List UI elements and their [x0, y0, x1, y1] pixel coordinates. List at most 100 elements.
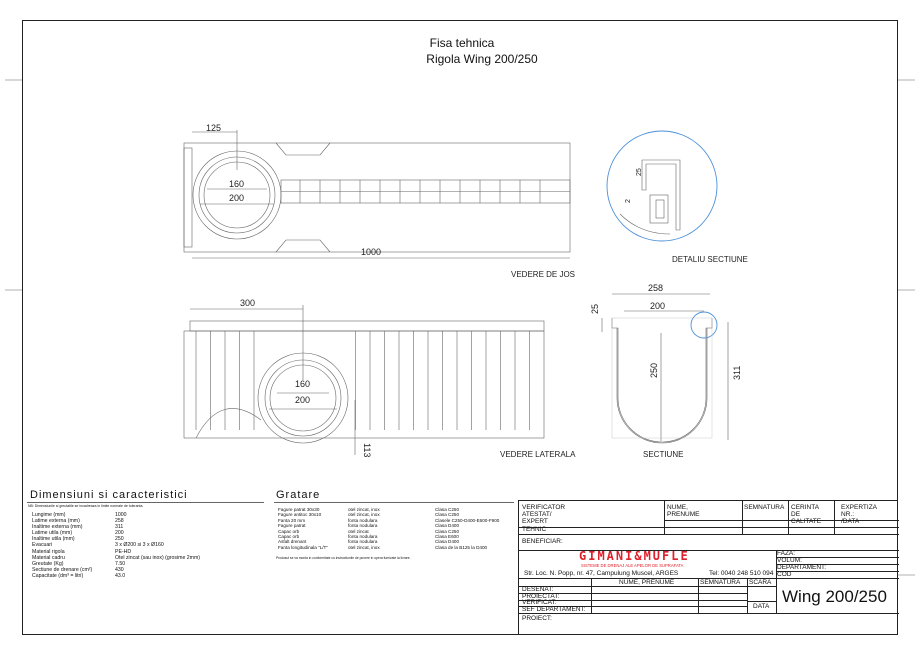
- verificator-line: TEHNIC: [522, 525, 547, 533]
- section-dim-25: 25: [590, 304, 600, 314]
- gratar-material: otel zincat, inox: [348, 544, 380, 550]
- expertiza-line: /DATA: [841, 518, 860, 526]
- scara-label: SCARA: [749, 579, 772, 586]
- expertiza-line: NR.:: [841, 511, 854, 519]
- semnatura-label: SEMNATURA: [744, 504, 785, 511]
- expertiza-line: EXPERTIZA: [841, 504, 878, 511]
- side-dim-160: 160: [295, 379, 310, 389]
- gratar-clasa: Clasa D400: [435, 539, 460, 545]
- spec-value: 1000: [115, 512, 127, 518]
- nume-prenume-top-line: PRENUME: [667, 511, 700, 519]
- dim-200: 200: [229, 193, 244, 203]
- side-view: [183, 305, 545, 455]
- section-view: [601, 293, 729, 444]
- gratar-name: Capac orb: [278, 528, 300, 534]
- spec-key: Greutate (Kg): [32, 560, 64, 567]
- cerinta-line: CERINTA: [791, 504, 820, 511]
- verificator-line: EXPERT: [522, 518, 548, 526]
- gratar-clasa: Clasa E600: [435, 534, 459, 540]
- verificator-line: VERIFICATOR: [522, 504, 566, 511]
- gratar-material: fonta nodulara: [348, 523, 378, 529]
- detail-section: [606, 130, 718, 242]
- gratar-material: otel zincat: [348, 528, 369, 534]
- gratar-name: Fagure antitoc 30x10: [278, 512, 322, 518]
- gratar-material: otel zincat, inox: [348, 507, 380, 512]
- gratar-name: Fagure patrat 30x30: [278, 507, 320, 512]
- gratar-row: Fagure patrat 30x30 otel zincat, inox Clas…: [278, 507, 499, 512]
- gratar-row: Capac orb otel zincat Clasa C250: [278, 529, 499, 534]
- roles-line: SEF DEPARTAMENT:: [522, 606, 586, 614]
- spec-value: 311: [115, 524, 124, 531]
- spec-value: 43.0: [115, 572, 126, 579]
- gratar-clasa: Clasa D400: [435, 523, 460, 529]
- bottom-view-label: VEDERE DE JOS: [511, 270, 575, 279]
- roles-list: DESENAT:PROIECTAT:VERIFICAT:SEF DEPARTAM…: [522, 586, 586, 614]
- specs-heading: Dimensiuni si caracteristici: [30, 489, 188, 501]
- logo-tagline: SISTEME DE DRENAJ ALE APELOR DE SUPRAFAT…: [581, 563, 684, 568]
- roles-line: PROIECTAT:: [522, 592, 560, 600]
- spec-key: Sectiune de drenare (cm²): [32, 566, 93, 573]
- dim-113: 113: [362, 443, 372, 457]
- cod-label: COD: [777, 571, 792, 578]
- cerinta-line: DE: [791, 511, 801, 519]
- spec-key: Lungime (mm): [32, 512, 66, 518]
- detail-dim-2: 2: [625, 199, 632, 203]
- proiect-label: PROIECT:: [522, 615, 552, 622]
- specs-note: NB: Dimensiunile si greutatile se incadr…: [28, 504, 144, 508]
- spec-key: Evacuari: [32, 542, 53, 549]
- dim-1000: 1000: [361, 247, 381, 257]
- nume-prenume-top-line: NUME,: [667, 504, 688, 511]
- beneficiar-label: BENEFICIAR:: [522, 538, 563, 545]
- gratar-clasa: Clasele C250-D400-E600-F900: [435, 517, 500, 523]
- spec-row: Latime externa (mm) 258: [32, 518, 200, 524]
- spec-value: 250: [115, 536, 124, 543]
- spec-key: Inaltime utila (mm): [32, 536, 75, 543]
- side-view-label: VEDERE LATERALA: [500, 450, 576, 459]
- spec-key: Capacitate (dm³ = litri): [32, 572, 84, 579]
- side-dim-200: 200: [295, 395, 310, 405]
- col-semnatura: SEMNATURA: [700, 579, 741, 586]
- gratar-clasa: Clasa C250: [435, 512, 460, 518]
- spec-key: Latime externa (mm): [32, 518, 80, 525]
- faza-label: FAZA:: [777, 550, 796, 557]
- spec-key: Material rigola: [32, 548, 65, 555]
- spec-value: 3 x Ø200 si 3 x Ø160: [115, 542, 164, 549]
- spec-value: PE-HD: [115, 548, 132, 555]
- gratar-clasa: Clasa C250: [435, 507, 460, 512]
- spec-row: Evacuari 3 x Ø200 si 3 x Ø160: [32, 542, 200, 548]
- detail-label: DETALIU SECTIUNE: [672, 255, 748, 264]
- drawing-frame: [22, 20, 898, 635]
- cerinta-line: CALITATE: [791, 518, 822, 526]
- spec-row: Capacitate (dm³ = litri) 43.0: [32, 573, 200, 579]
- spec-value: 200: [115, 530, 124, 537]
- company-phone: Tel: 0040 248 510 094: [709, 570, 774, 577]
- spec-row: Greutate (Kg) 7.50: [32, 561, 200, 567]
- departament-label: DEPARTAMENT:: [777, 564, 827, 571]
- spec-row: Material rigola PE-HD: [32, 549, 200, 555]
- gratar-material: fonta nodulara: [348, 517, 378, 523]
- spec-key: Latime utila (mm): [32, 530, 73, 537]
- section-label: SECTIUNE: [643, 450, 683, 459]
- product-name: Wing 200/250: [782, 587, 887, 606]
- spec-row: Lungime (mm) 1000: [32, 512, 200, 518]
- gratar-clasa: Clasa de la B125 la D400: [435, 544, 488, 550]
- spec-key: Inaltime externa (mm): [32, 524, 83, 531]
- company-logo: GIMANI&MUFLE: [579, 549, 690, 563]
- roles-line: DESENAT:: [522, 586, 554, 593]
- dim-125: 125: [206, 123, 221, 133]
- spec-value: 258: [115, 518, 124, 525]
- spec-value: 7.50: [115, 560, 126, 567]
- dim-258: 258: [648, 283, 663, 293]
- divider: [274, 502, 514, 503]
- gratare-note: Produsul se va monta in conformitate cu …: [276, 556, 411, 560]
- gratar-clasa: Clasa C250: [435, 528, 460, 534]
- dim-300: 300: [240, 298, 255, 308]
- spec-value: Otel zincat (sau inox) (grosime 2mm): [115, 554, 201, 561]
- gratar-name: Asfalt drenant: [278, 539, 307, 545]
